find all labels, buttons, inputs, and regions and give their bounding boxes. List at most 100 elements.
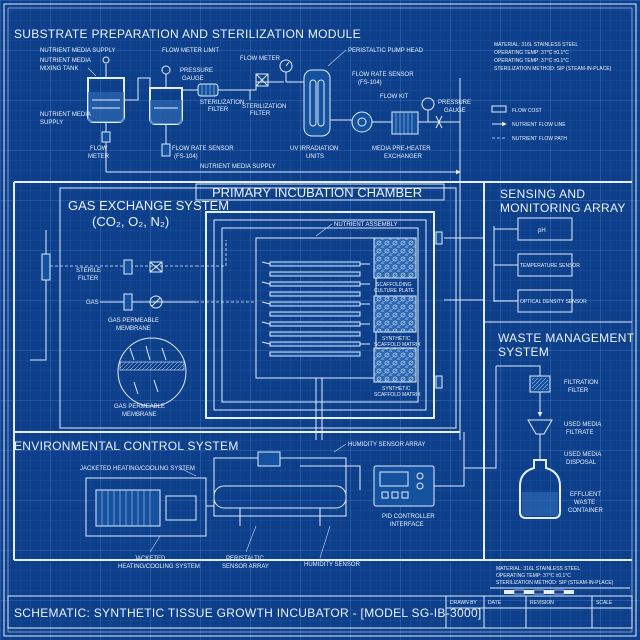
flow-rate-sensor-icon [161, 143, 171, 157]
flow-meter-label-2: METER [88, 154, 110, 160]
spec-top-1: OPERATING TEMP: 37°C ±0.1°C [494, 50, 569, 56]
waste-title-1: WASTE MANAGEMENT [498, 331, 635, 345]
membrane-detail-circle [117, 337, 187, 407]
membrane-b-label-2: MEMBRANE [122, 412, 157, 418]
jacket-tank [213, 485, 347, 509]
pid-label-2: INTERFACE [390, 522, 424, 528]
gas-valve-icon [149, 295, 163, 309]
culture-label-1: SCAFFOLDING [376, 282, 412, 288]
preheater-label-2: EXCHANGER [384, 154, 423, 160]
flow-meter-top-label: FLOW METER [240, 56, 281, 62]
schematic-title: SCHEMATIC: SYNTHETIC TISSUE GROWTH INCUB… [14, 606, 482, 620]
substrate-module: SUBSTRATE PREPARATION AND STERILIZATION … [14, 27, 471, 440]
gas-formula: (CO₂, O₂, N₂) [92, 214, 169, 229]
jacketed-b-label-2: HEATING/COOLING SYSTEM [118, 564, 200, 570]
sensing-temp: TEMPERATURE SENSOR [520, 263, 580, 269]
spec-block-bottom: MATERIAL: 316L STAINLESS STEEL OPERATING… [490, 566, 630, 589]
sterilization-label-2: FILTER [208, 107, 229, 113]
gas-exchange-system: GAS EXCHANGE SYSTEM (CO₂, O₂, N₂) STERIL… [30, 187, 457, 429]
revision-label: REVISION [530, 600, 554, 606]
legend: FLOW COST NUTRIENT FLOW LINE NUTRIENT FL… [491, 105, 567, 142]
spec-top-0: MATERIAL: 316L STAINLESS STEEL [494, 42, 578, 48]
chamber-title: PRIMARY INCUBATION CHAMBER [212, 185, 422, 200]
legend-2: NUTRIENT FLOW PATH [512, 136, 567, 142]
used-disposal-label-2: DISPOSAL [566, 460, 597, 466]
nm-supply-line-label: NUTRIENT MEDIA SUPPLY [200, 164, 275, 170]
pressure-gauge-label-1: PRESSURE [180, 68, 213, 74]
spec-top-3: STERILIZATION METHOD: SIP (STEAM-IN-PLAC… [494, 66, 612, 72]
date-label: DATE [488, 600, 502, 606]
uv-label-2: UNITS [306, 154, 324, 160]
mixing-tank-label-2: MIXING TANK [40, 66, 78, 72]
sterile-filter-icon [123, 259, 133, 275]
culture-rack [255, 237, 377, 379]
uv-unit-icon [303, 69, 331, 137]
drawn-by-label: DRAWN BY [450, 600, 477, 606]
legend-0: FLOW COST [512, 108, 542, 114]
sensing-title-1: SENSING AND [500, 187, 585, 201]
used-filtrate-label-1: USED MEDIA [564, 422, 601, 428]
nutrient-media-label-2: SUPPLY [40, 120, 63, 126]
sensing-od: OPTICAL DENSITY SENSOR [520, 299, 587, 305]
flow-meter-icon [101, 131, 111, 143]
pid-label-1: PID CONTROLLER [382, 514, 435, 520]
gas-filter-icon [123, 293, 133, 311]
chamber-hinge-top [435, 231, 443, 245]
chamber-outer-wall [205, 211, 435, 419]
flow-meter-limit-label: FLOW METER LIMIT [162, 48, 219, 54]
pressure-gauge-label-2: GAUGE [182, 76, 204, 82]
synthetic-scaffold-detail-1 [373, 295, 417, 333]
incubation-chamber: PRIMARY INCUBATION CHAMBER NUTRIENT ASSE… [195, 183, 484, 440]
used-disposal-label-1: USED MEDIA [564, 452, 601, 458]
pump-icon [351, 111, 373, 133]
title-block: SCHEMATIC: SYNTHETIC TISSUE GROWTH INCUB… [7, 589, 633, 629]
synth-b-label-1: SYNTHETIC [382, 386, 411, 392]
jacket-housing [85, 477, 207, 537]
sensing-array: SENSING AND MONITORING ARRAY pH TEMPERAT… [493, 187, 626, 313]
nutrient-assembly-label: NUTRIENT ASSEMBLY [334, 222, 397, 228]
pressure-right-label-2: GAUGE [444, 108, 466, 114]
preheater-label-1: MEDIA PRE-HEATER [372, 146, 431, 152]
fr-sensor-label-2: (FS-104) [358, 80, 382, 86]
humidity-sensor-label: HUMIDITY SENSOR [304, 562, 361, 568]
flow-rate-sensor-b2: (FS-104) [174, 154, 198, 160]
sterilization-filter-icon [197, 83, 219, 97]
preheater-icon [391, 111, 419, 135]
sensing-title-2: MONITORING ARRAY [500, 201, 626, 215]
effluent-label-1: EFFLUENT [570, 492, 601, 498]
spec-bottom-2: STERILIZATION METHOD: SIP (STEAM-IN-PLAC… [496, 580, 614, 586]
peristaltic-array-label-2: SENSOR ARRAY [222, 564, 269, 570]
sterile-tank [149, 65, 183, 125]
mixing-tank [87, 56, 125, 123]
chamber-hinge-bottom [435, 375, 443, 389]
sterile-label-1: STERILE [76, 268, 101, 274]
env-title: ENVIRONMENTAL CONTROL SYSTEM [14, 439, 239, 453]
effluent-label-3: CONTAINER [568, 508, 604, 514]
environmental-control: ENVIRONMENTAL CONTROL SYSTEM HUMIDITY SE… [14, 431, 632, 570]
heating-coil-block [95, 489, 161, 527]
synth-b-label-2: SCAFFOLD MATRIX [374, 392, 421, 398]
sterilization-label-1: STERILIZATION [200, 100, 244, 106]
filtration-label-1: FILTRATION [564, 380, 598, 386]
sterile-label-2: FILTER [78, 276, 99, 282]
spec-bottom-1: OPERATING TEMP: 37°C ±0.1°C [496, 573, 571, 579]
sensor-array-module [257, 451, 281, 467]
culture-label-2: CULTURE PLATE [374, 288, 415, 294]
pressure-right-label-1: PRESSURE [438, 100, 471, 106]
membrane-label-2: MEMBRANE [116, 326, 151, 332]
gas-label: GAS [86, 300, 99, 306]
spec-top-2: OPERATING TEMP: 37°C ±0.1°C [494, 58, 569, 64]
culture-plate-detail [373, 237, 417, 279]
waste-management: WASTE MANAGEMENT SYSTEM FILTRATION FILTE… [464, 331, 635, 519]
humidity-array-label: HUMIDITY SENSOR ARRAY [348, 442, 425, 448]
peristaltic-label: PERISTALTIC PUMP HEAD [348, 48, 424, 54]
gas-inlet-icon [41, 253, 51, 281]
funnel-icon [527, 419, 553, 435]
synth-label-2: SCAFFOLD MATRIX [374, 342, 421, 348]
flow-kit-label: FLOW KIT [380, 94, 409, 100]
flow-meter-label-1: FLOW [90, 146, 108, 152]
scale-label: SCALE [596, 600, 613, 606]
substrate-title: SUBSTRATE PREPARATION AND STERILIZATION … [14, 27, 361, 41]
legend-1: NUTRIENT FLOW LINE [512, 122, 566, 128]
